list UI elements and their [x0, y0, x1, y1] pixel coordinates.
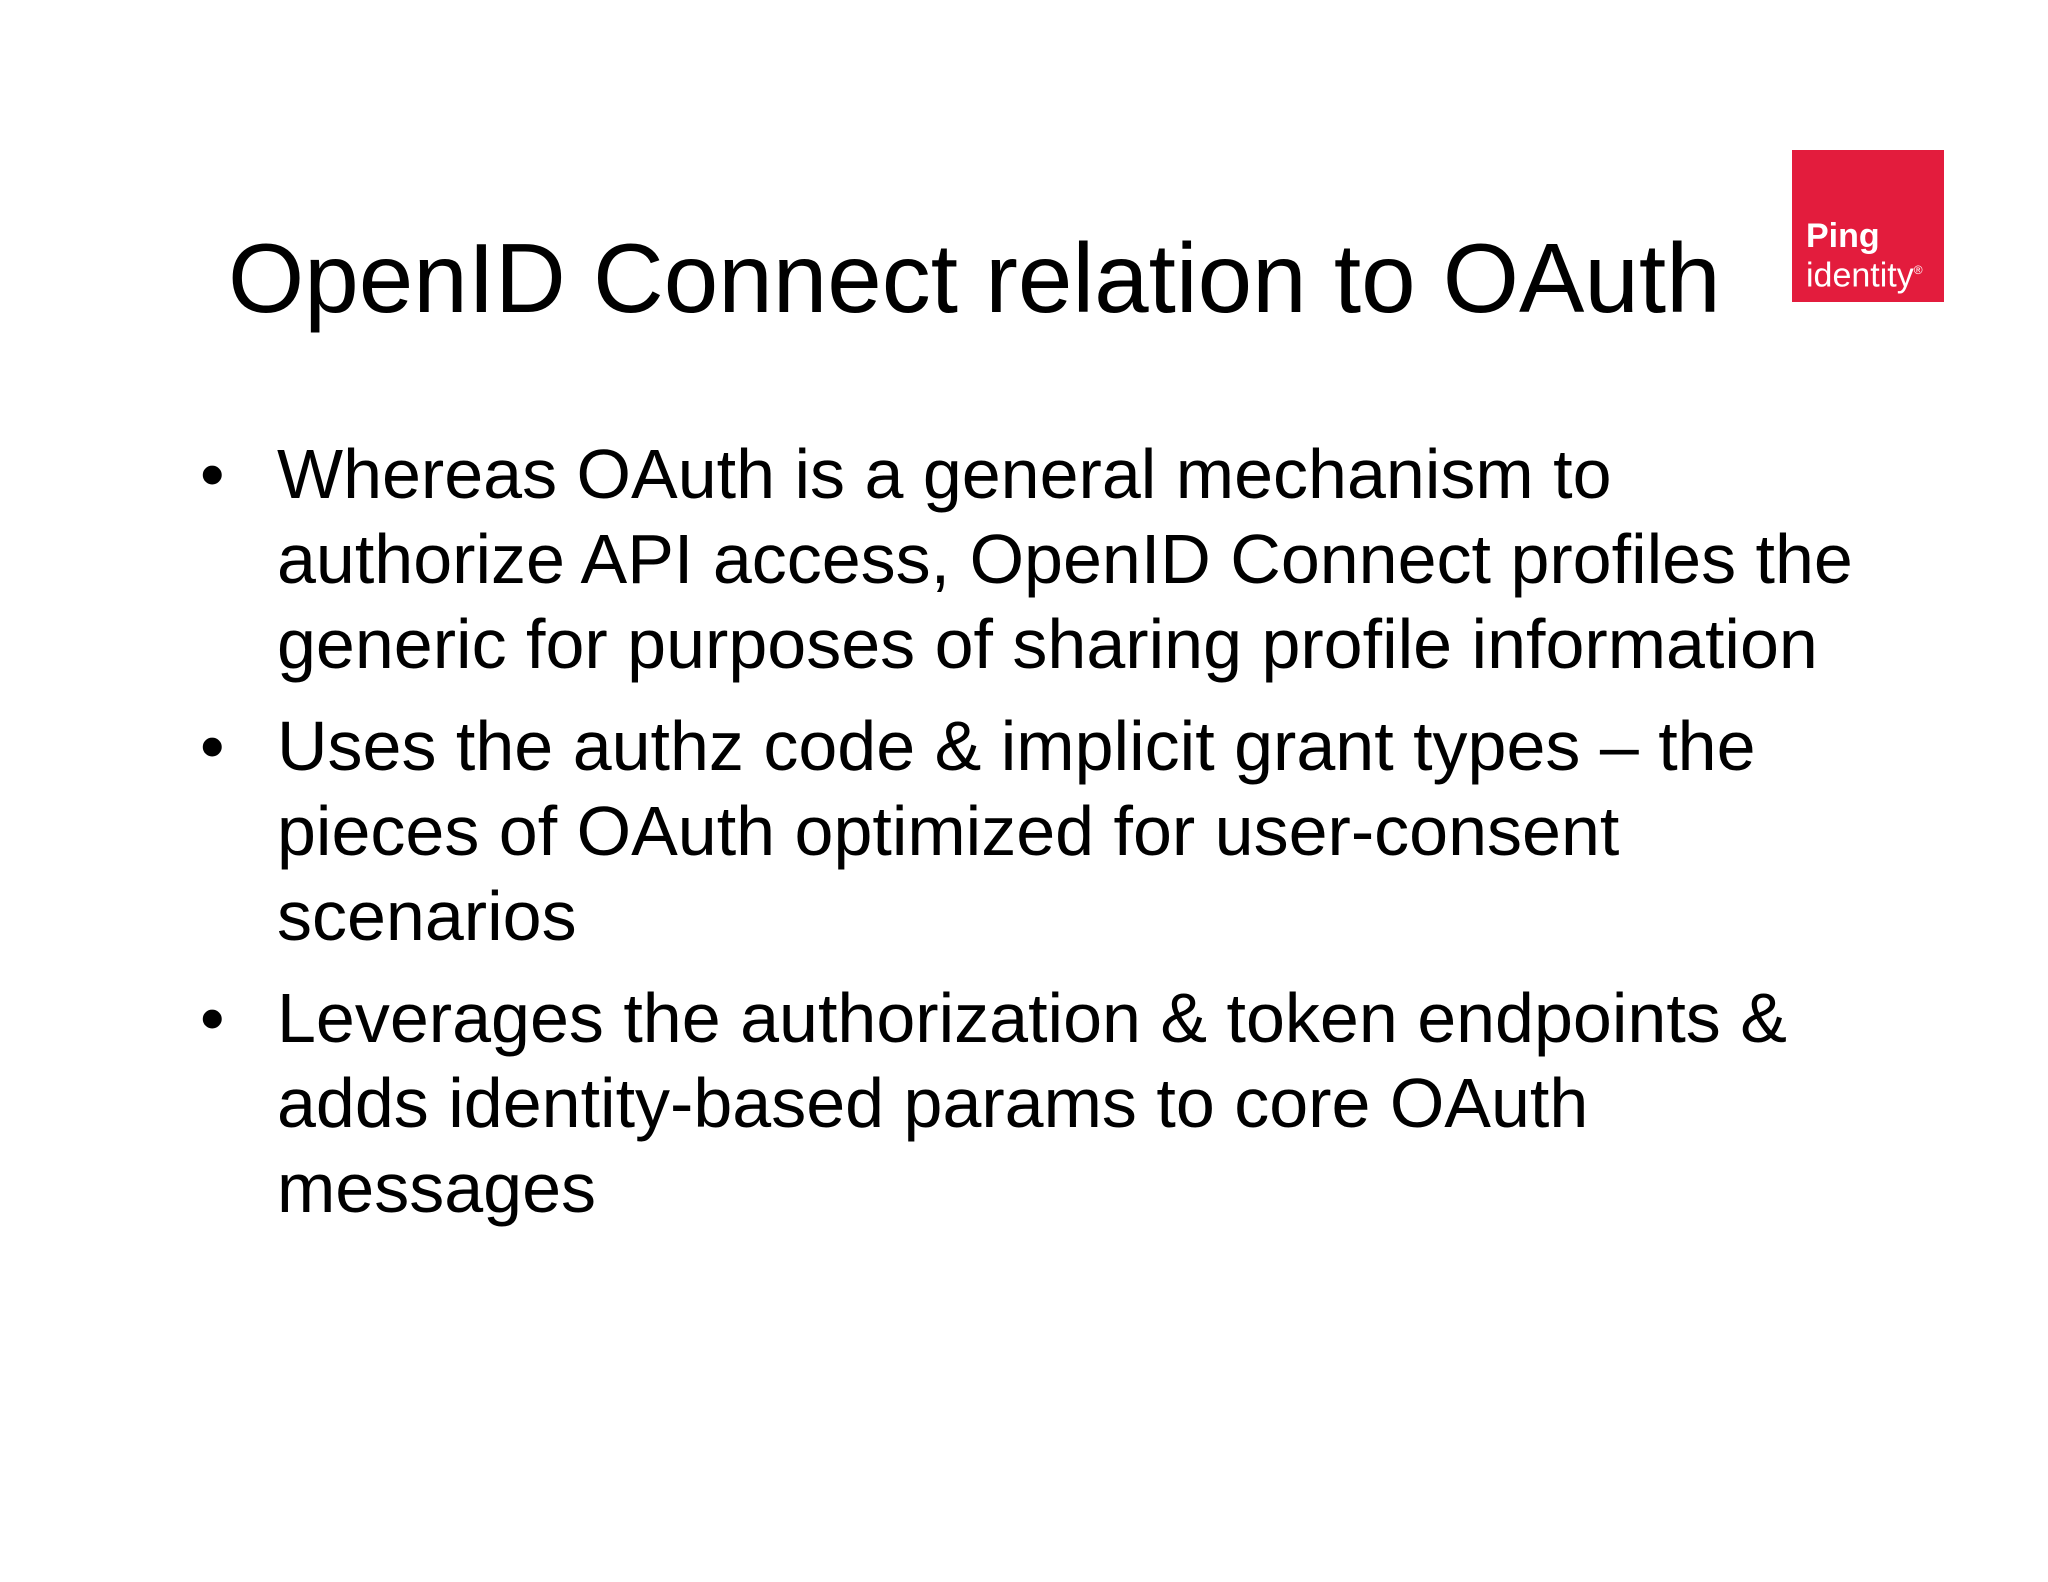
bullet-item: • Whereas OAuth is a general mechanism t… — [200, 432, 1900, 687]
bullet-item: • Uses the authz code & implicit grant t… — [200, 704, 1900, 959]
bullet-marker: • — [200, 707, 225, 785]
bullet-marker: • — [200, 979, 225, 1057]
registered-mark: ® — [1913, 263, 1923, 277]
logo-text-ping: Ping — [1806, 217, 1880, 255]
bullet-list: • Whereas OAuth is a general mechanism t… — [200, 432, 1900, 1248]
ping-identity-logo: Ping identity® — [1792, 150, 1944, 302]
bullet-text: Whereas OAuth is a general mechanism to … — [277, 435, 1853, 683]
bullet-text: Uses the authz code & implicit grant typ… — [277, 707, 1756, 955]
bullet-marker: • — [200, 435, 225, 513]
slide-title: OpenID Connect relation to OAuth — [228, 223, 1721, 333]
bullet-item: • Leverages the authorization & token en… — [200, 976, 1900, 1231]
logo-text-identity-word: identity — [1806, 256, 1914, 295]
logo-text-identity: identity® — [1806, 252, 1923, 293]
bullet-text: Leverages the authorization & token endp… — [277, 979, 1787, 1227]
